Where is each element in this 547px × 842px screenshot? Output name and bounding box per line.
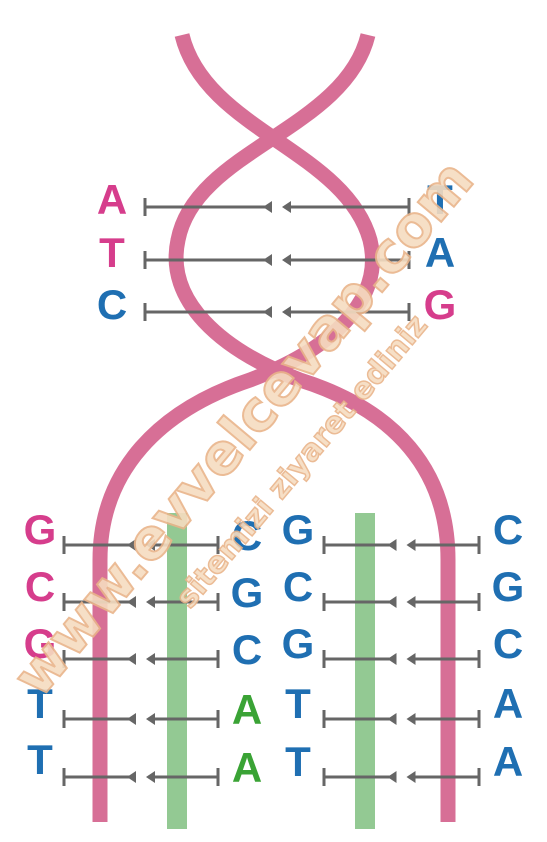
base-pair-bond xyxy=(322,536,481,554)
watermark-url: www.evvelcevap.com xyxy=(1,148,487,709)
base-letter: G xyxy=(424,281,457,328)
base-pair-bond xyxy=(62,710,220,728)
base-letter: A xyxy=(232,744,262,791)
base-letter: A xyxy=(97,176,127,223)
watermark: www.evvelcevap.com sitemizi ziyaret edin… xyxy=(0,147,487,710)
base-pair-bond xyxy=(143,198,411,216)
base-letter: T xyxy=(27,680,53,727)
strand-b xyxy=(168,32,456,822)
base-letter: C xyxy=(232,512,262,559)
base-letter: T xyxy=(427,176,453,223)
base-pair-bond xyxy=(322,710,481,728)
strand-a xyxy=(92,33,380,822)
base-letter: C xyxy=(25,563,55,610)
base-letter: G xyxy=(492,563,525,610)
base-letter: T xyxy=(285,680,311,727)
base-pair-bond xyxy=(62,650,220,668)
hydrogen-bonds xyxy=(62,198,481,786)
base-letter: G xyxy=(24,506,57,553)
base-pair-bond xyxy=(62,768,220,786)
base-letter: A xyxy=(493,738,523,785)
base-letter: A xyxy=(425,229,455,276)
base-letter: C xyxy=(97,281,127,328)
base-letter: T xyxy=(285,738,311,785)
base-pair-bond xyxy=(322,768,481,786)
base-pair-bond xyxy=(143,251,411,269)
base-pair-bond xyxy=(322,650,481,668)
base-letter: C xyxy=(232,626,262,673)
new-strand-left xyxy=(167,513,187,829)
base-letter: G xyxy=(231,569,264,616)
base-letter: G xyxy=(282,620,315,667)
base-pair-bond xyxy=(143,303,411,321)
new-strand-right xyxy=(355,513,375,829)
base-letter: T xyxy=(27,736,53,783)
base-letter: C xyxy=(283,563,313,610)
base-letter: A xyxy=(232,686,262,733)
base-letter: G xyxy=(282,506,315,553)
base-letter: A xyxy=(493,680,523,727)
base-letter: G xyxy=(24,620,57,667)
base-letter: C xyxy=(493,506,523,553)
base-pair-bond xyxy=(62,593,220,611)
base-letter: C xyxy=(493,620,523,667)
base-pair-bond xyxy=(322,593,481,611)
helix xyxy=(92,32,456,822)
base-pair-bond xyxy=(62,536,220,554)
base-letter: T xyxy=(99,229,125,276)
